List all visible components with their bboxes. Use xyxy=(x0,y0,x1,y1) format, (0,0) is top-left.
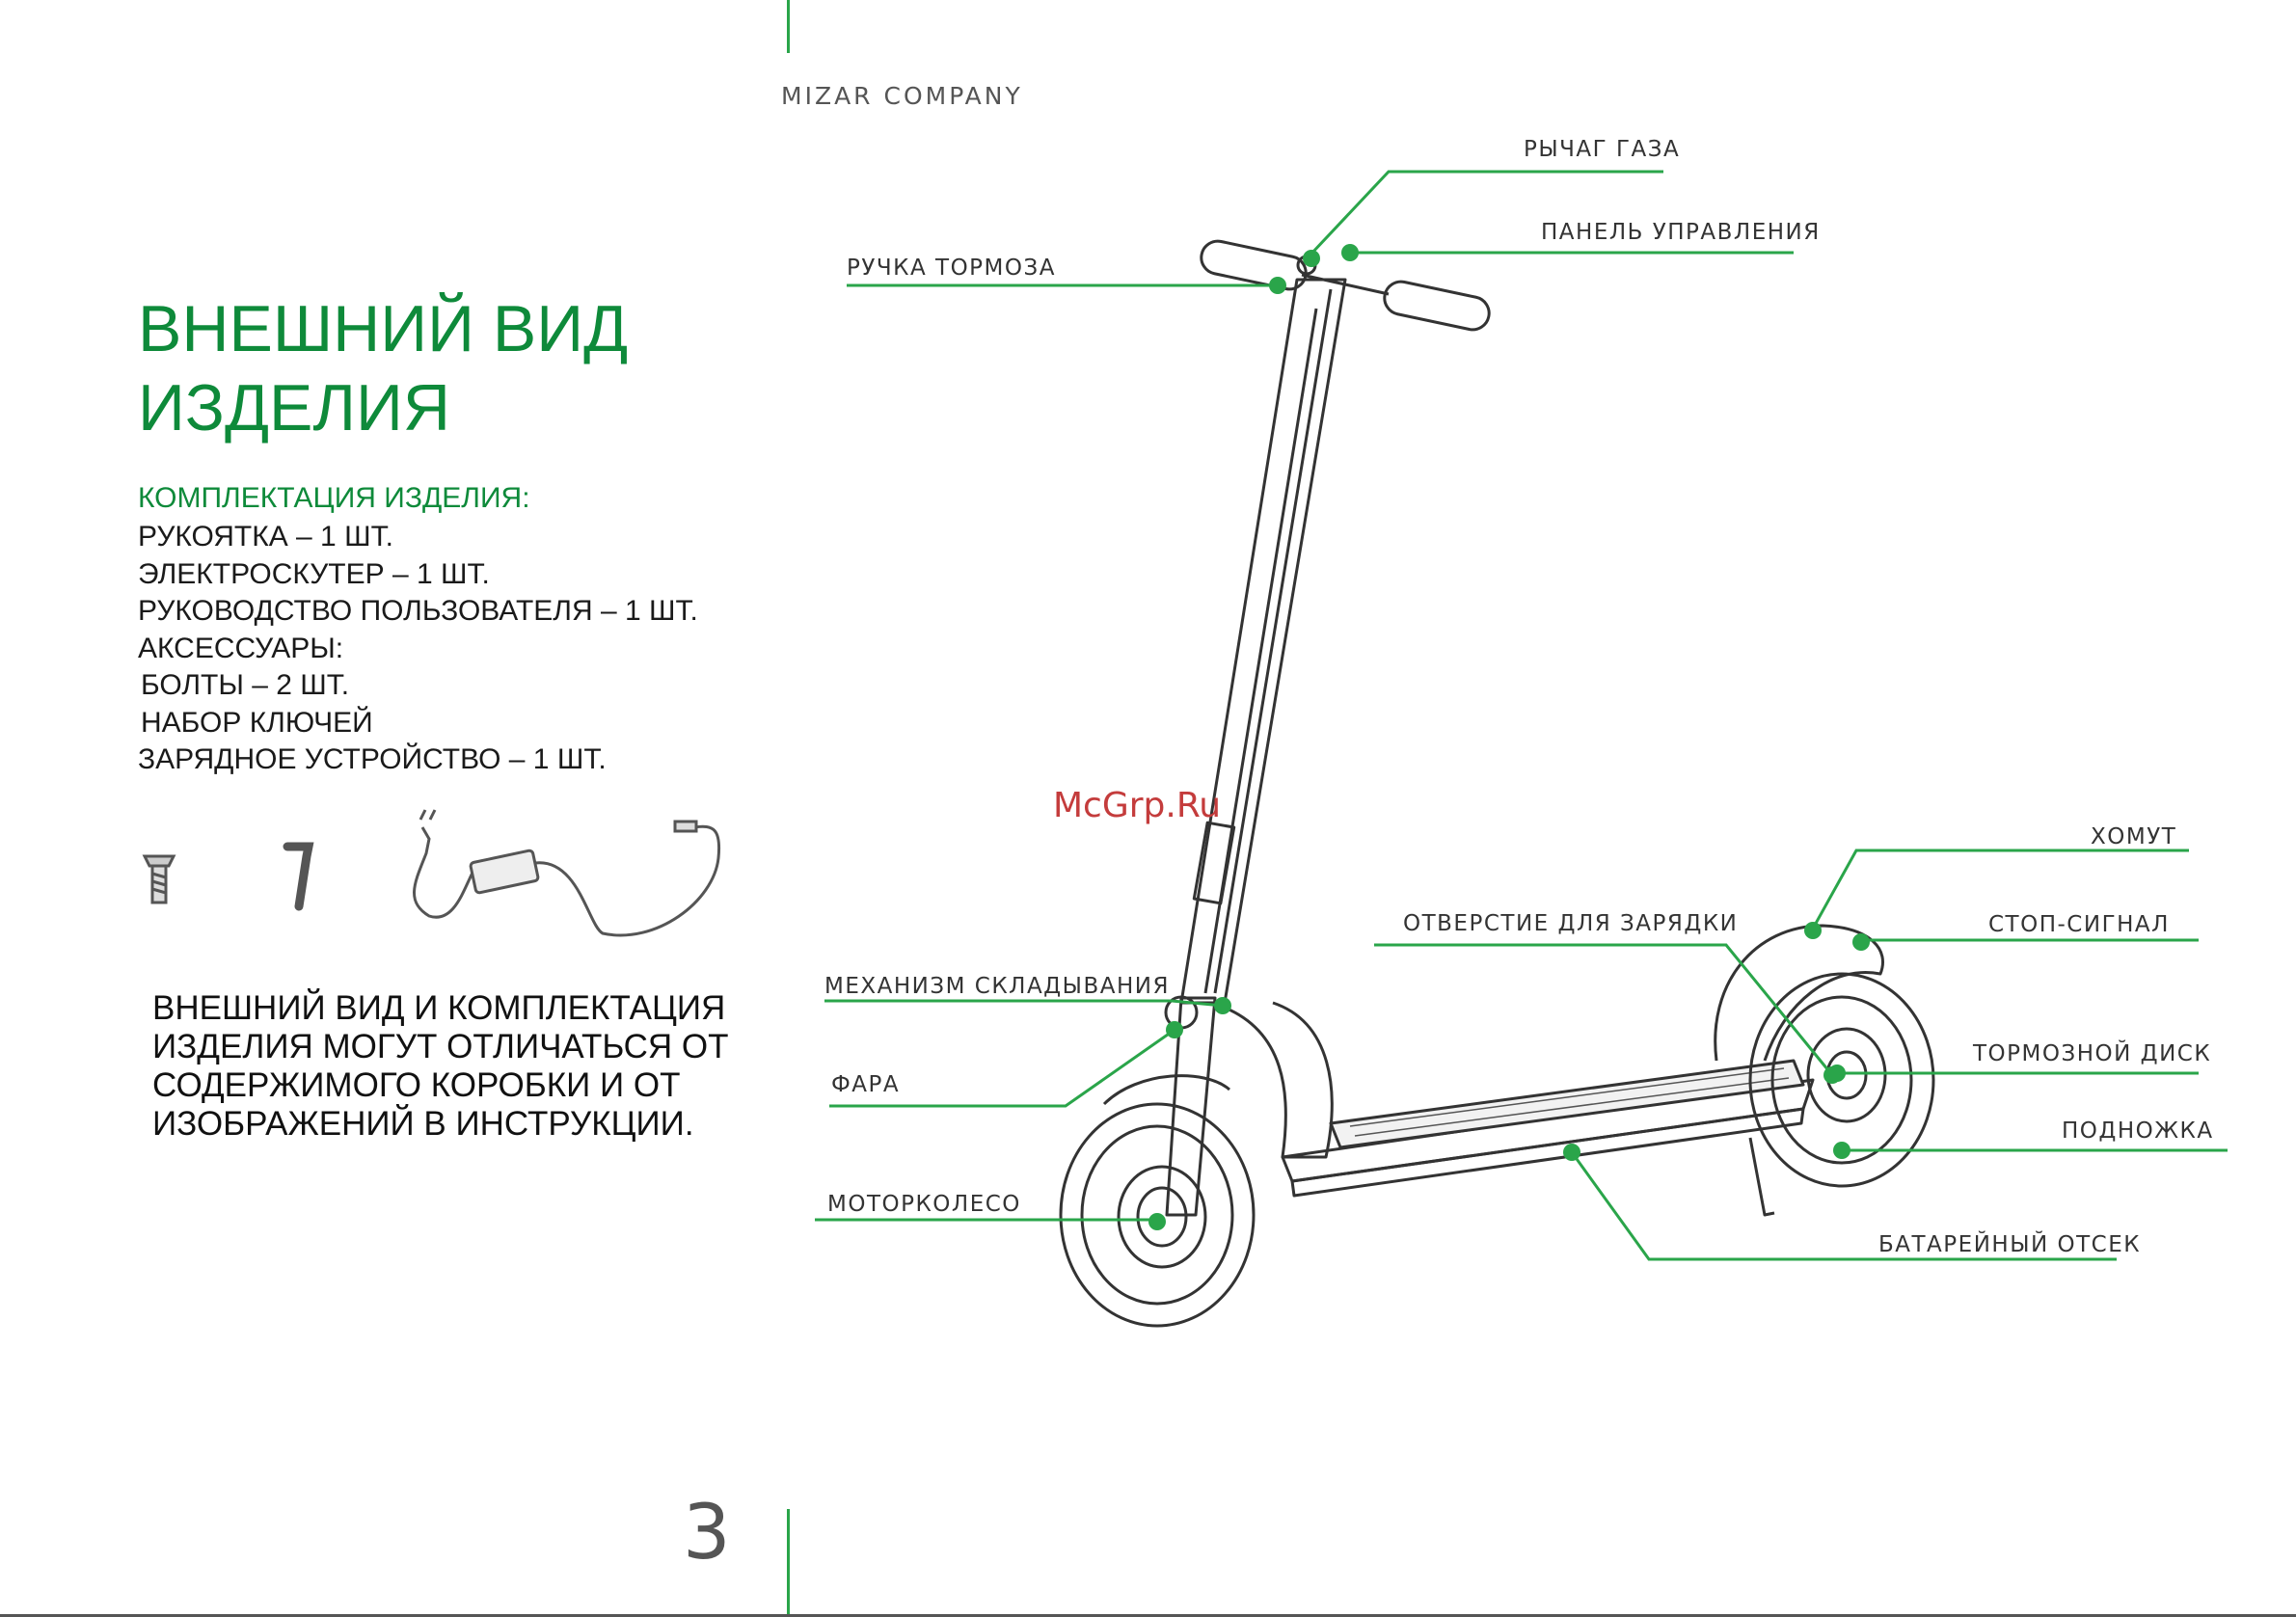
kit-item: ЗАРЯДНОЕ УСТРОЙСТВО – 1 ШТ. xyxy=(138,743,607,775)
page-number: 3 xyxy=(683,1490,731,1577)
page-title: ВНЕШНИЙ ВИД ИЗДЕЛИЯ xyxy=(138,289,628,447)
label-control-panel: ПАНЕЛЬ УПРАВЛЕНИЯ xyxy=(1541,220,1821,245)
company-name: MIZAR COMPANY xyxy=(781,82,1023,110)
kit-item: НАБОР КЛЮЧЕЙ xyxy=(141,706,373,739)
page-title-line2: ИЗДЕЛИЯ xyxy=(138,371,450,445)
disclaimer-note: ВНЕШНИЙ ВИД И КОМПЛЕКТАЦИЯ ИЗДЕЛИЯ МОГУТ… xyxy=(152,989,729,1144)
label-clamp: ХОМУТ xyxy=(2091,824,2177,849)
note-line: ВНЕШНИЙ ВИД И КОМПЛЕКТАЦИЯ xyxy=(152,989,726,1027)
label-brake-disc: ТОРМОЗНОЙ ДИСК xyxy=(1973,1041,2212,1066)
note-line: ИЗОБРАЖЕНИЙ В ИНСТРУКЦИИ. xyxy=(152,1105,694,1143)
kit-item: БОЛТЫ – 2 ШТ. xyxy=(141,669,350,701)
label-throttle: РЫЧАГ ГАЗА xyxy=(1524,137,1681,162)
bottom-accent-line xyxy=(787,1509,790,1617)
kit-item: РУКОЯТКА – 1 ШТ. xyxy=(138,521,393,552)
label-brake-handle: РУЧКА ТОРМОЗА xyxy=(847,256,1056,281)
label-motor-wheel: МОТОРКОЛЕСО xyxy=(827,1192,1021,1217)
note-line: ИЗДЕЛИЯ МОГУТ ОТЛИЧАТЬСЯ ОТ xyxy=(152,1028,729,1065)
scooter-illustration xyxy=(1059,239,1935,1328)
callout-lines xyxy=(815,170,2228,1261)
note-line: СОДЕРЖИМОГО КОРОБКИ И ОТ xyxy=(152,1066,681,1104)
bottom-rule xyxy=(0,1614,2296,1617)
label-charge-port: ОТВЕРСТИЕ ДЛЯ ЗАРЯДКИ xyxy=(1403,911,1739,936)
front-wheel xyxy=(1059,1102,1256,1328)
label-battery: БАТАРЕЙНЫЙ ОТСЕК xyxy=(1878,1232,2142,1257)
kit-item: ЭЛЕКТРОСКУТЕР – 1 ШТ. xyxy=(138,557,490,590)
label-kickstand: ПОДНОЖКА xyxy=(2062,1118,2214,1144)
label-stop-signal: СТОП-СИГНАЛ xyxy=(1988,912,2170,937)
kit-list: РУКОЯТКА – 1 ШТ. ЭЛЕКТРОСКУТЕР – 1 ШТ. Р… xyxy=(138,519,698,779)
callout-dots xyxy=(1148,244,1870,1230)
page-title-line1: ВНЕШНИЙ ВИД xyxy=(138,292,629,365)
top-accent-line xyxy=(787,0,790,53)
kit-item: АКСЕССУАРЫ: xyxy=(138,632,344,664)
kit-heading: КОМПЛЕКТАЦИЯ ИЗДЕЛИЯ: xyxy=(138,482,530,514)
kit-item: РУКОВОДСТВО ПОЛЬЗОВАТЕЛЯ – 1 ШТ. xyxy=(138,595,698,627)
label-folding: МЕХАНИЗМ СКЛАДЫВАНИЯ xyxy=(824,974,1170,999)
label-headlight: ФАРА xyxy=(831,1072,901,1097)
rear-wheel xyxy=(1748,972,1935,1188)
watermark: McGrp.Ru xyxy=(1053,786,1222,825)
